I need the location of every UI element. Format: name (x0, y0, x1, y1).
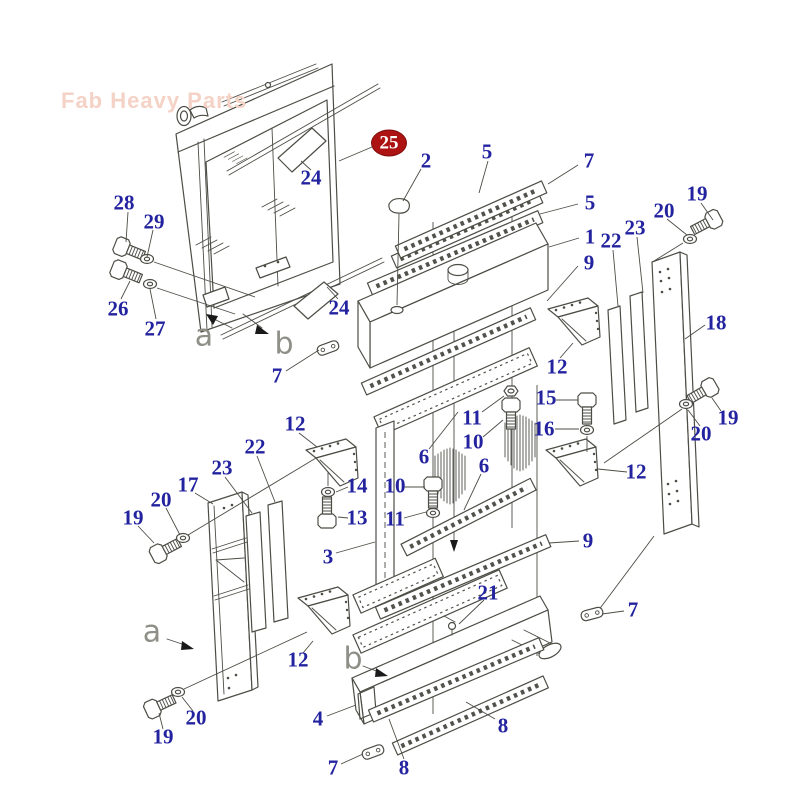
assembled-radiator-drawing (175, 63, 385, 340)
callout-23-11: 23 (624, 215, 646, 240)
callout-19-23: 19 (717, 405, 739, 430)
callout-12-42: 12 (287, 647, 309, 672)
callout-22-26: 22 (244, 434, 266, 459)
leader-lines (120, 146, 722, 765)
callout-11-36: 11 (385, 506, 405, 531)
callout-15-19: 15 (535, 385, 557, 410)
callout-27-3: 27 (144, 316, 166, 341)
callout-20-33: 20 (150, 487, 172, 512)
right-column-drawing (545, 207, 725, 612)
callout-22-10: 22 (600, 228, 622, 253)
left-column-drawing (141, 438, 359, 721)
callout-7-46: 7 (327, 755, 339, 780)
callout-29-1: 29 (143, 209, 165, 234)
callout-11-21: 11 (462, 405, 482, 430)
callout-19-34: 19 (122, 505, 144, 530)
callout-7-17: 7 (271, 363, 283, 388)
callout-28-0: 28 (113, 190, 135, 215)
callout-7-7: 7 (583, 148, 595, 173)
callout-23-27: 23 (211, 455, 233, 480)
callout-24-4: 24 (300, 165, 322, 190)
left-mount-bolts-drawing (108, 235, 256, 315)
callout-10-32: 10 (384, 473, 406, 498)
callout-9-39: 9 (582, 528, 594, 553)
callout-8-48: 8 (497, 713, 509, 738)
callout-1-9: 1 (584, 224, 596, 249)
callout-21-40: 21 (477, 580, 499, 605)
callout-16-20: 16 (533, 416, 555, 441)
view-letter-a-0: a (194, 318, 214, 354)
callout-26-2: 26 (107, 296, 129, 321)
callout-14-31: 14 (346, 473, 368, 498)
callout-9-14: 9 (583, 250, 595, 275)
callout-12-37: 12 (625, 459, 647, 484)
callout-18-15: 18 (705, 310, 727, 335)
callout-3-38: 3 (322, 544, 334, 569)
callout-6-30: 6 (478, 453, 490, 478)
callout-6-29: 6 (418, 444, 430, 469)
watermark: Fab Heavy Parts (61, 88, 248, 113)
callout-10-22: 10 (462, 429, 484, 454)
callout-17-28: 17 (177, 472, 199, 497)
view-letter-b-1: b (274, 326, 294, 362)
callout-20-24: 20 (690, 421, 712, 446)
callout-5-8: 5 (584, 190, 596, 215)
callout-24-16: 24 (328, 295, 350, 320)
highlight-badge: 25 (371, 129, 407, 157)
view-arrows (166, 313, 388, 677)
callout-2-5: 2 (420, 148, 432, 173)
callout-20-12: 20 (653, 198, 675, 223)
callout-12-25: 12 (284, 411, 306, 436)
callout-4-43: 4 (312, 706, 324, 731)
callout-5-6: 5 (481, 139, 493, 164)
callout-7-41: 7 (627, 597, 639, 622)
callout-19-45: 19 (152, 724, 174, 749)
callout-8-47: 8 (398, 755, 410, 780)
view-letter-a-2: a (142, 614, 162, 650)
callout-19-13: 19 (686, 181, 708, 206)
view-letter-b-3: b (343, 641, 363, 677)
callout-13-35: 13 (346, 505, 368, 530)
callout-12-18: 12 (546, 354, 568, 379)
center-stack-drawing (317, 181, 562, 755)
callout-20-44: 20 (185, 705, 207, 730)
